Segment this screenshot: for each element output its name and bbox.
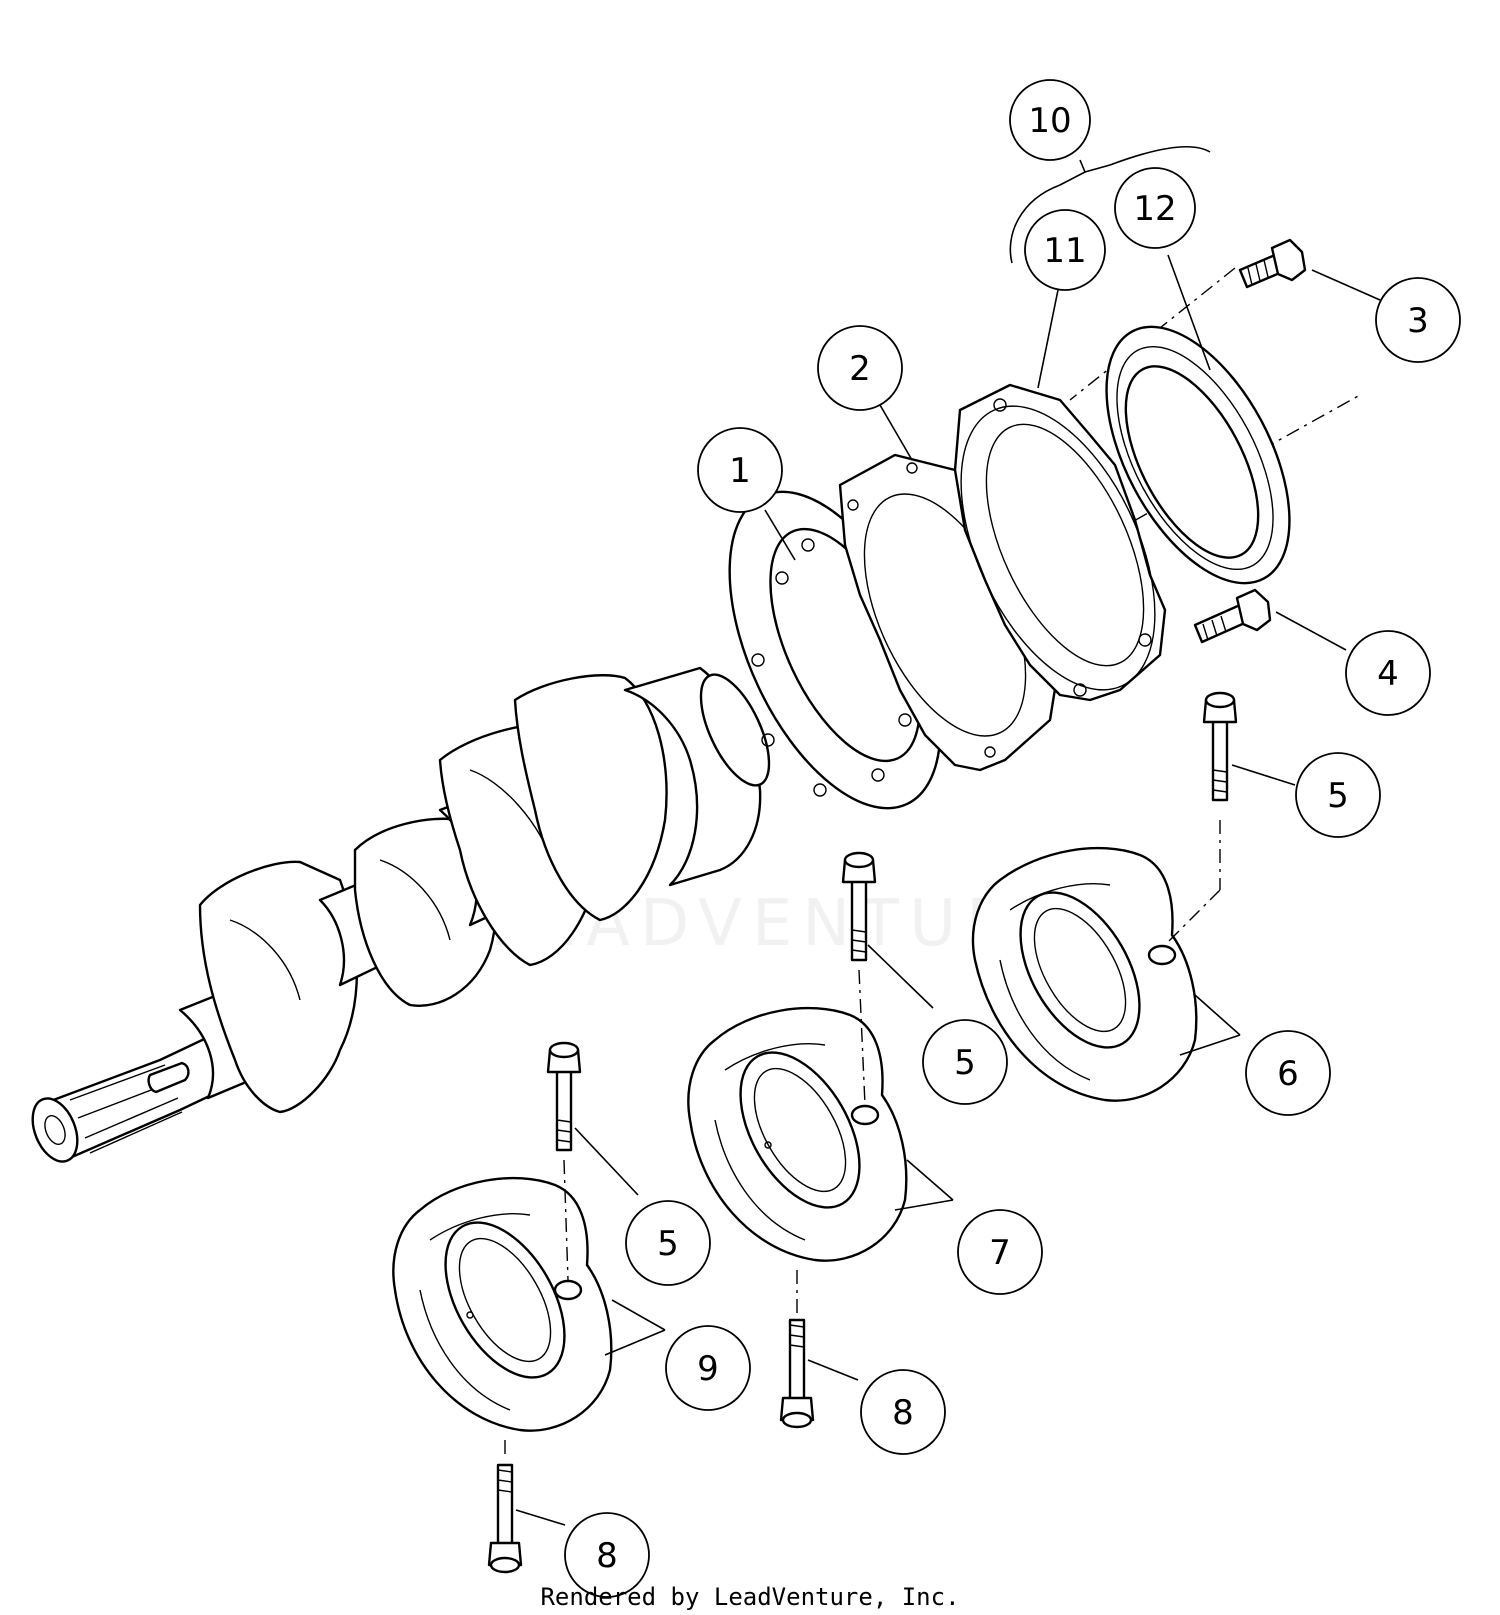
svg-text:6: 6 [1277, 1054, 1299, 1094]
part-5-bolt-lower [546, 1041, 582, 1152]
part-5-bolt-upper [1202, 691, 1238, 802]
part-7-bearing-holder [687, 1006, 908, 1262]
svg-text:8: 8 [596, 1536, 618, 1576]
svg-text:2: 2 [849, 349, 871, 389]
crankshaft [31, 666, 771, 1163]
callout-10: 10 [1009, 79, 1091, 161]
svg-text:5: 5 [1327, 776, 1349, 816]
svg-text:5: 5 [954, 1043, 976, 1083]
callout-4: 4 [1345, 630, 1431, 716]
callout-6: 6 [1245, 1030, 1331, 1116]
part-8-bolt-middle [779, 1318, 815, 1429]
leader-lines [515, 145, 1381, 1526]
assembly-dashes [504, 820, 1221, 1460]
callout-9: 9 [665, 1325, 751, 1411]
callout-3: 3 [1375, 277, 1461, 363]
part-12-oil-seal [1105, 325, 1291, 585]
svg-text:4: 4 [1377, 654, 1399, 694]
callout-7: 7 [957, 1209, 1043, 1295]
callout-11: 11 [1024, 209, 1106, 291]
callout-5-upper: 5 [1295, 752, 1381, 838]
part-3-bolt [1238, 238, 1307, 289]
svg-text:3: 3 [1407, 301, 1429, 341]
svg-text:11: 11 [1043, 231, 1086, 271]
callout-12: 12 [1114, 167, 1196, 249]
svg-text:12: 12 [1133, 189, 1176, 229]
part-6-bearing-holder [971, 846, 1198, 1102]
svg-text:9: 9 [697, 1349, 719, 1389]
part-5-bolt-middle [841, 851, 877, 962]
callout-8-lower: 8 [564, 1512, 650, 1598]
svg-text:8: 8 [892, 1393, 914, 1433]
part-11-retainer-plate [953, 383, 1167, 702]
callout-8-middle: 8 [860, 1369, 946, 1455]
part-4-bolt [1193, 588, 1272, 644]
part-8-bolt-lower [487, 1463, 523, 1574]
callout-1: 1 [697, 427, 783, 513]
svg-text:7: 7 [989, 1233, 1011, 1273]
callout-5-lower: 5 [625, 1200, 711, 1286]
render-credit: Rendered by LeadVenture, Inc. [540, 1583, 960, 1611]
svg-text:10: 10 [1028, 101, 1071, 141]
svg-text:1: 1 [729, 451, 751, 491]
part-9-bearing-holder [392, 1176, 613, 1432]
svg-text:5: 5 [657, 1224, 679, 1264]
callout-5-middle: 5 [922, 1019, 1008, 1105]
callout-2: 2 [817, 325, 903, 411]
